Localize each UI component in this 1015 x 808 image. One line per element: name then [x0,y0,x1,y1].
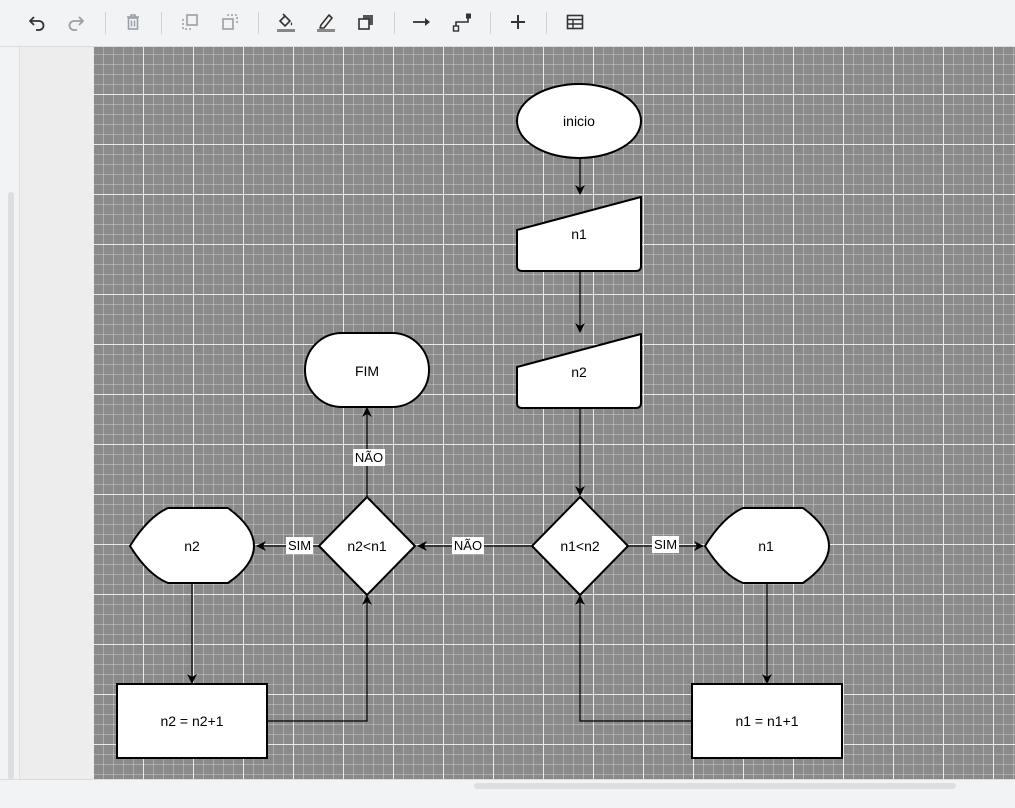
node-display-n1[interactable]: n1 [704,507,830,584]
shadow-button[interactable] [351,7,381,37]
diagram-canvas[interactable]: SIM NÃO SIM NÃO inicio n1 n2 n1<n2 n [93,47,1015,779]
terminator-shape [304,332,430,408]
line-color-button[interactable] [311,7,341,37]
toolbar-separator [546,12,547,34]
bottom-bar [0,779,1015,808]
waypoints-button[interactable] [447,7,477,37]
node-display-n2[interactable]: n2 [129,507,255,584]
redo-icon [68,16,84,31]
node-process-n1[interactable]: n1 = n1+1 [691,683,843,759]
edge-label-bg [452,537,484,554]
start-ellipse [516,83,642,159]
node-label: inicio [563,113,595,129]
toolbar-separator [258,12,259,34]
node-label: n2 [184,538,200,554]
node-label: n1 [571,226,587,242]
manual-input-shape [516,333,642,409]
node-inicio[interactable]: inicio [516,83,642,159]
edge-process-n1-loop[interactable] [575,595,691,722]
display-shape [704,507,830,584]
node-label: n1 = n1+1 [735,713,798,729]
to-back-icon [222,14,238,30]
fill-color-button[interactable] [271,7,301,37]
horizontal-scrollbar[interactable] [474,783,956,789]
decision-diamond [318,496,416,596]
undo-icon [29,16,45,31]
toolbar-separator [490,12,491,34]
node-label: n2 [571,364,587,380]
edge-label-bg [652,536,679,553]
to-front-button[interactable] [175,7,205,37]
line-color-icon [317,14,335,32]
node-fim[interactable]: FIM [304,332,430,408]
process-rectangle [116,683,268,759]
node-label: n2<n1 [347,538,387,554]
node-label: FIM [355,363,379,379]
fill-color-icon [277,13,295,32]
edge-label-n2-sim: SIM [288,538,311,553]
node-input-n2[interactable]: n2 [516,333,642,409]
edge-label-n1-nao: NÃO [454,538,482,553]
canvas-gutter [19,47,94,779]
process-rectangle [691,683,843,759]
node-process-n2[interactable]: n2 = n2+1 [116,683,268,759]
vertical-scrollbar[interactable] [8,192,14,780]
insert-button[interactable] [503,7,533,37]
node-label: n1 [758,538,774,554]
toolbar [0,0,1015,47]
delete-button[interactable] [118,7,148,37]
toolbar-separator [394,12,395,34]
edge-process-n2-loop[interactable] [267,595,372,722]
shadow-icon [358,15,373,30]
plus-icon [511,15,525,29]
arrow-right-icon [413,18,430,26]
edge-label-bg [286,537,313,554]
edge-label-n2-nao: NÃO [355,450,383,465]
flowchart: SIM NÃO SIM NÃO inicio n1 n2 n1<n2 n [116,83,843,759]
edge-label-bg [353,449,385,466]
waypoint-icon [452,13,471,32]
edge-labels: SIM NÃO SIM NÃO [286,449,679,554]
to-front-icon [182,14,198,30]
node-decision-n2-lt-n1[interactable]: n2<n1 [318,496,416,596]
connection-button[interactable] [407,7,437,37]
manual-input-shape [516,196,642,272]
redo-button[interactable] [61,7,91,37]
undo-button[interactable] [22,7,52,37]
table-button[interactable] [560,7,590,37]
node-input-n1[interactable]: n1 [516,196,642,272]
node-label: n2 = n2+1 [160,713,223,729]
table-icon [566,14,584,30]
trash-icon [127,14,139,30]
toolbar-separator [105,12,106,34]
node-decision-n1-lt-n2[interactable]: n1<n2 [531,496,629,596]
edges [187,158,772,722]
toolbar-separator [161,12,162,34]
left-panel [0,47,19,792]
node-label: n1<n2 [560,538,600,554]
decision-diamond [531,496,629,596]
display-shape [129,507,255,584]
to-back-button[interactable] [215,7,245,37]
edge-label-n1-sim: SIM [654,537,677,552]
